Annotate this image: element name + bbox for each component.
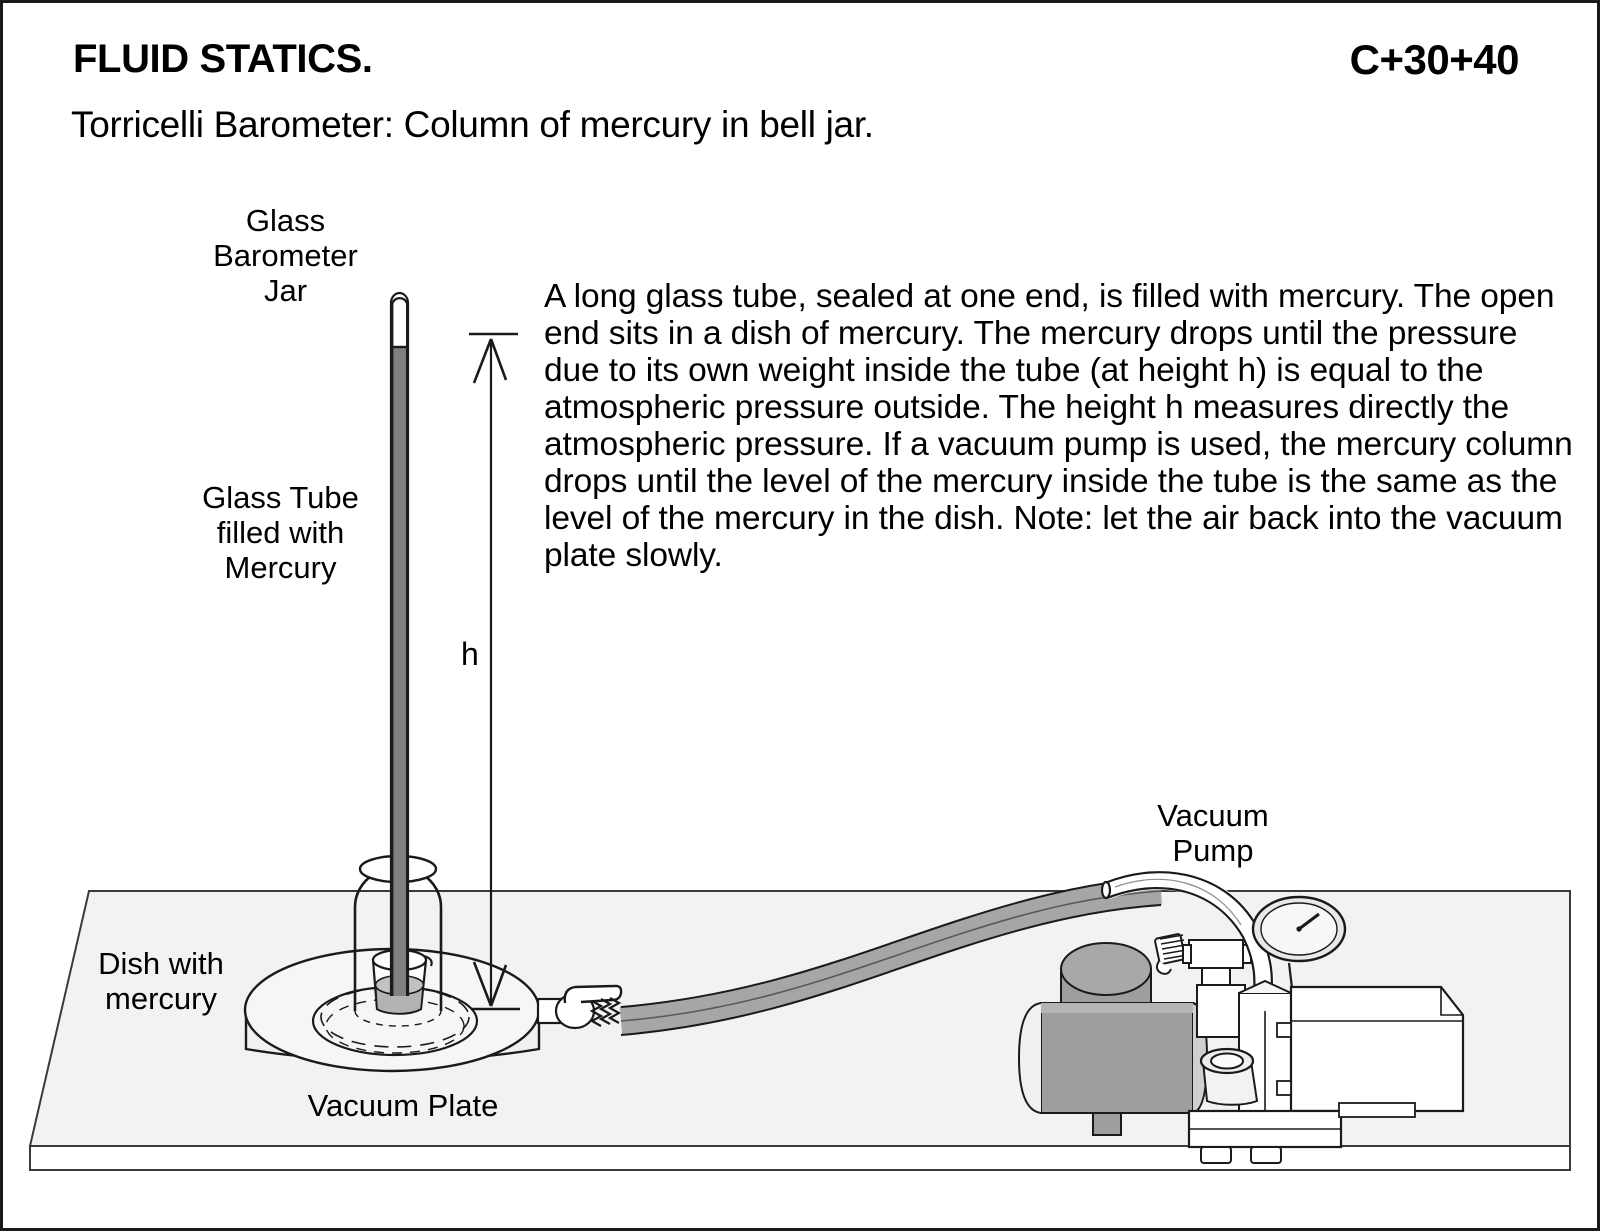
- page-subtitle: Torricelli Barometer: Column of mercury …: [71, 104, 874, 145]
- label-height-h: h: [461, 636, 479, 672]
- vacuum-pump: [1017, 869, 1465, 1164]
- demo-code: C+30+40: [1349, 36, 1520, 83]
- pump-reservoir: [1276, 985, 1465, 1113]
- glass-tube-with-mercury: [389, 291, 410, 996]
- pump-body: [1017, 1002, 1209, 1114]
- vacuum-plate: [243, 947, 541, 1073]
- description-paragraph: A long glass tube, sealed at one end, is…: [544, 278, 1573, 574]
- pump-intake-tube: [1100, 869, 1274, 1004]
- height-dimension-h: [469, 332, 520, 1011]
- label-glass-barometer-jar: Glass Barometer Jar: [213, 203, 358, 308]
- pump-inlet-tee: [1182, 939, 1252, 991]
- apparatus-illustration: [28, 291, 1571, 1171]
- hose-clamp: [1154, 933, 1188, 975]
- label-vacuum-pump: Vacuum Pump: [1157, 798, 1269, 868]
- label-vacuum-plate: Vacuum Plate: [307, 1088, 499, 1123]
- plate-valve-and-fitting: [536, 984, 623, 1030]
- oil-sight-glass: [1199, 1047, 1259, 1106]
- label-glass-tube-filled-with-mercury: Glass Tube filled with Mercury: [202, 480, 359, 585]
- vacuum-hose: [619, 876, 1162, 1036]
- page-title: FLUID STATICS.: [73, 37, 373, 81]
- label-dish-with-mercury: Dish with mercury: [98, 946, 224, 1016]
- pump-base: [1092, 1102, 1416, 1164]
